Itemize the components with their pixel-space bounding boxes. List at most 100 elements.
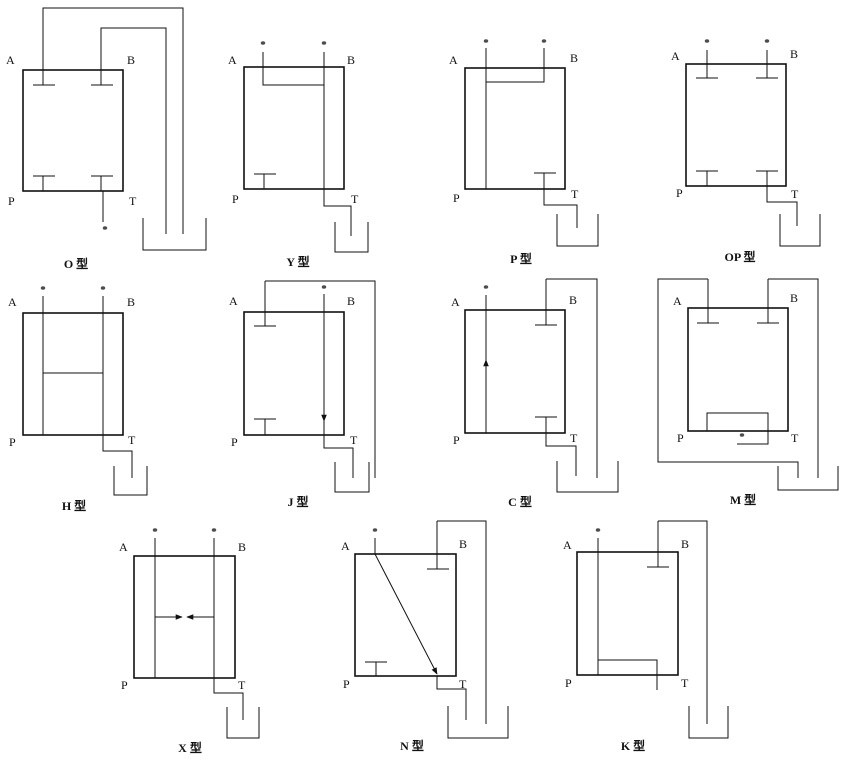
blocked-port xyxy=(535,279,557,326)
port-b-label: B xyxy=(790,47,798,61)
diagram-x: * * A B P T X 型 xyxy=(119,526,260,755)
caption-o: O 型 xyxy=(64,256,88,271)
blocked-port xyxy=(697,279,719,324)
connection-line xyxy=(100,27,167,234)
tank xyxy=(556,214,599,247)
marker: * xyxy=(541,37,547,49)
diagram-k: * A B P T K 型 xyxy=(563,520,729,753)
port-a-label: A xyxy=(563,538,572,552)
port-a-label: A xyxy=(671,49,680,63)
blocked-port xyxy=(757,279,779,324)
valve-body xyxy=(464,309,566,434)
caption-x: X 型 xyxy=(178,740,202,755)
connection-line xyxy=(486,48,545,83)
port-a-label: A xyxy=(673,294,682,308)
port-p-label: P xyxy=(453,191,460,205)
caption-k: K 型 xyxy=(621,738,645,753)
marker: * xyxy=(40,284,46,296)
connection-line xyxy=(657,278,799,478)
marker: * xyxy=(595,526,601,538)
blocked-port xyxy=(696,50,718,79)
connection-line xyxy=(323,421,354,478)
tank xyxy=(334,462,370,493)
port-a-label: A xyxy=(451,295,460,309)
port-t-label: T xyxy=(791,187,799,201)
connection-line xyxy=(658,520,708,724)
port-t-label: T xyxy=(350,433,358,447)
connection-line xyxy=(756,170,798,226)
connection-line xyxy=(737,431,769,445)
marker: * xyxy=(100,284,106,296)
port-b-label: B xyxy=(681,537,689,551)
tank xyxy=(556,461,619,493)
tank xyxy=(334,222,369,253)
port-b-label: B xyxy=(790,291,798,305)
valve-body xyxy=(354,553,457,677)
port-p-label: P xyxy=(121,678,128,692)
port-t-label: T xyxy=(351,192,359,206)
port-b-label: B xyxy=(347,53,355,67)
connection-line xyxy=(323,52,352,236)
port-t-label: T xyxy=(459,677,467,691)
tank xyxy=(226,707,260,739)
valve-body xyxy=(464,67,566,190)
port-p-label: P xyxy=(453,433,460,447)
marker: * xyxy=(372,526,378,538)
marker: * xyxy=(483,37,489,49)
tank xyxy=(688,706,729,739)
blocked-port xyxy=(91,175,113,191)
port-a-label: A xyxy=(341,539,350,553)
port-p-label: P xyxy=(231,435,238,449)
caption-n: N 型 xyxy=(400,738,424,753)
connection-line xyxy=(546,278,598,478)
caption-c: C 型 xyxy=(508,494,532,509)
caption-m: M 型 xyxy=(730,492,756,507)
port-t-label: T xyxy=(791,431,799,445)
blocked-port xyxy=(91,70,113,86)
marker: * xyxy=(211,526,217,538)
port-t-label: T xyxy=(570,431,578,445)
port-p-label: P xyxy=(9,435,16,449)
blocked-port xyxy=(33,175,55,191)
caption-h: H 型 xyxy=(62,498,86,513)
port-t-label: T xyxy=(571,187,579,201)
blocked-port xyxy=(647,521,669,568)
tank xyxy=(777,466,839,491)
marker: * xyxy=(260,39,266,51)
port-b-label: B xyxy=(569,293,577,307)
port-b-label: B xyxy=(570,51,578,65)
blocked-port xyxy=(427,521,449,570)
port-a-label: A xyxy=(449,53,458,67)
port-a-label: A xyxy=(119,540,128,554)
marker: * xyxy=(321,39,327,51)
port-a-label: A xyxy=(8,295,17,309)
port-b-label: B xyxy=(459,537,467,551)
valve-body xyxy=(22,69,124,192)
port-p-label: P xyxy=(232,192,239,206)
tank xyxy=(779,214,821,247)
connection-line xyxy=(534,172,578,228)
port-t-label: T xyxy=(129,194,137,208)
caption-op: OP 型 xyxy=(724,249,755,264)
port-p-label: P xyxy=(677,431,684,445)
connection-line xyxy=(42,7,184,234)
connection-line xyxy=(213,538,244,720)
diagram-o: * A B P T O 型 xyxy=(6,7,207,271)
marker: * xyxy=(483,283,489,295)
port-t-label: T xyxy=(238,678,246,692)
port-p-label: P xyxy=(565,676,572,690)
blocked-port xyxy=(254,418,276,435)
blocked-port xyxy=(254,173,276,189)
connection-line xyxy=(598,659,658,690)
marker: * xyxy=(764,37,770,49)
port-a-label: A xyxy=(228,53,237,67)
marker: * xyxy=(739,431,745,443)
connection-line xyxy=(265,280,376,478)
port-a-label: A xyxy=(6,53,15,67)
port-p-label: P xyxy=(8,194,15,208)
caption-y: Y 型 xyxy=(286,254,309,269)
marker: * xyxy=(321,283,327,295)
marker: * xyxy=(704,37,710,49)
valve-body xyxy=(22,312,124,436)
